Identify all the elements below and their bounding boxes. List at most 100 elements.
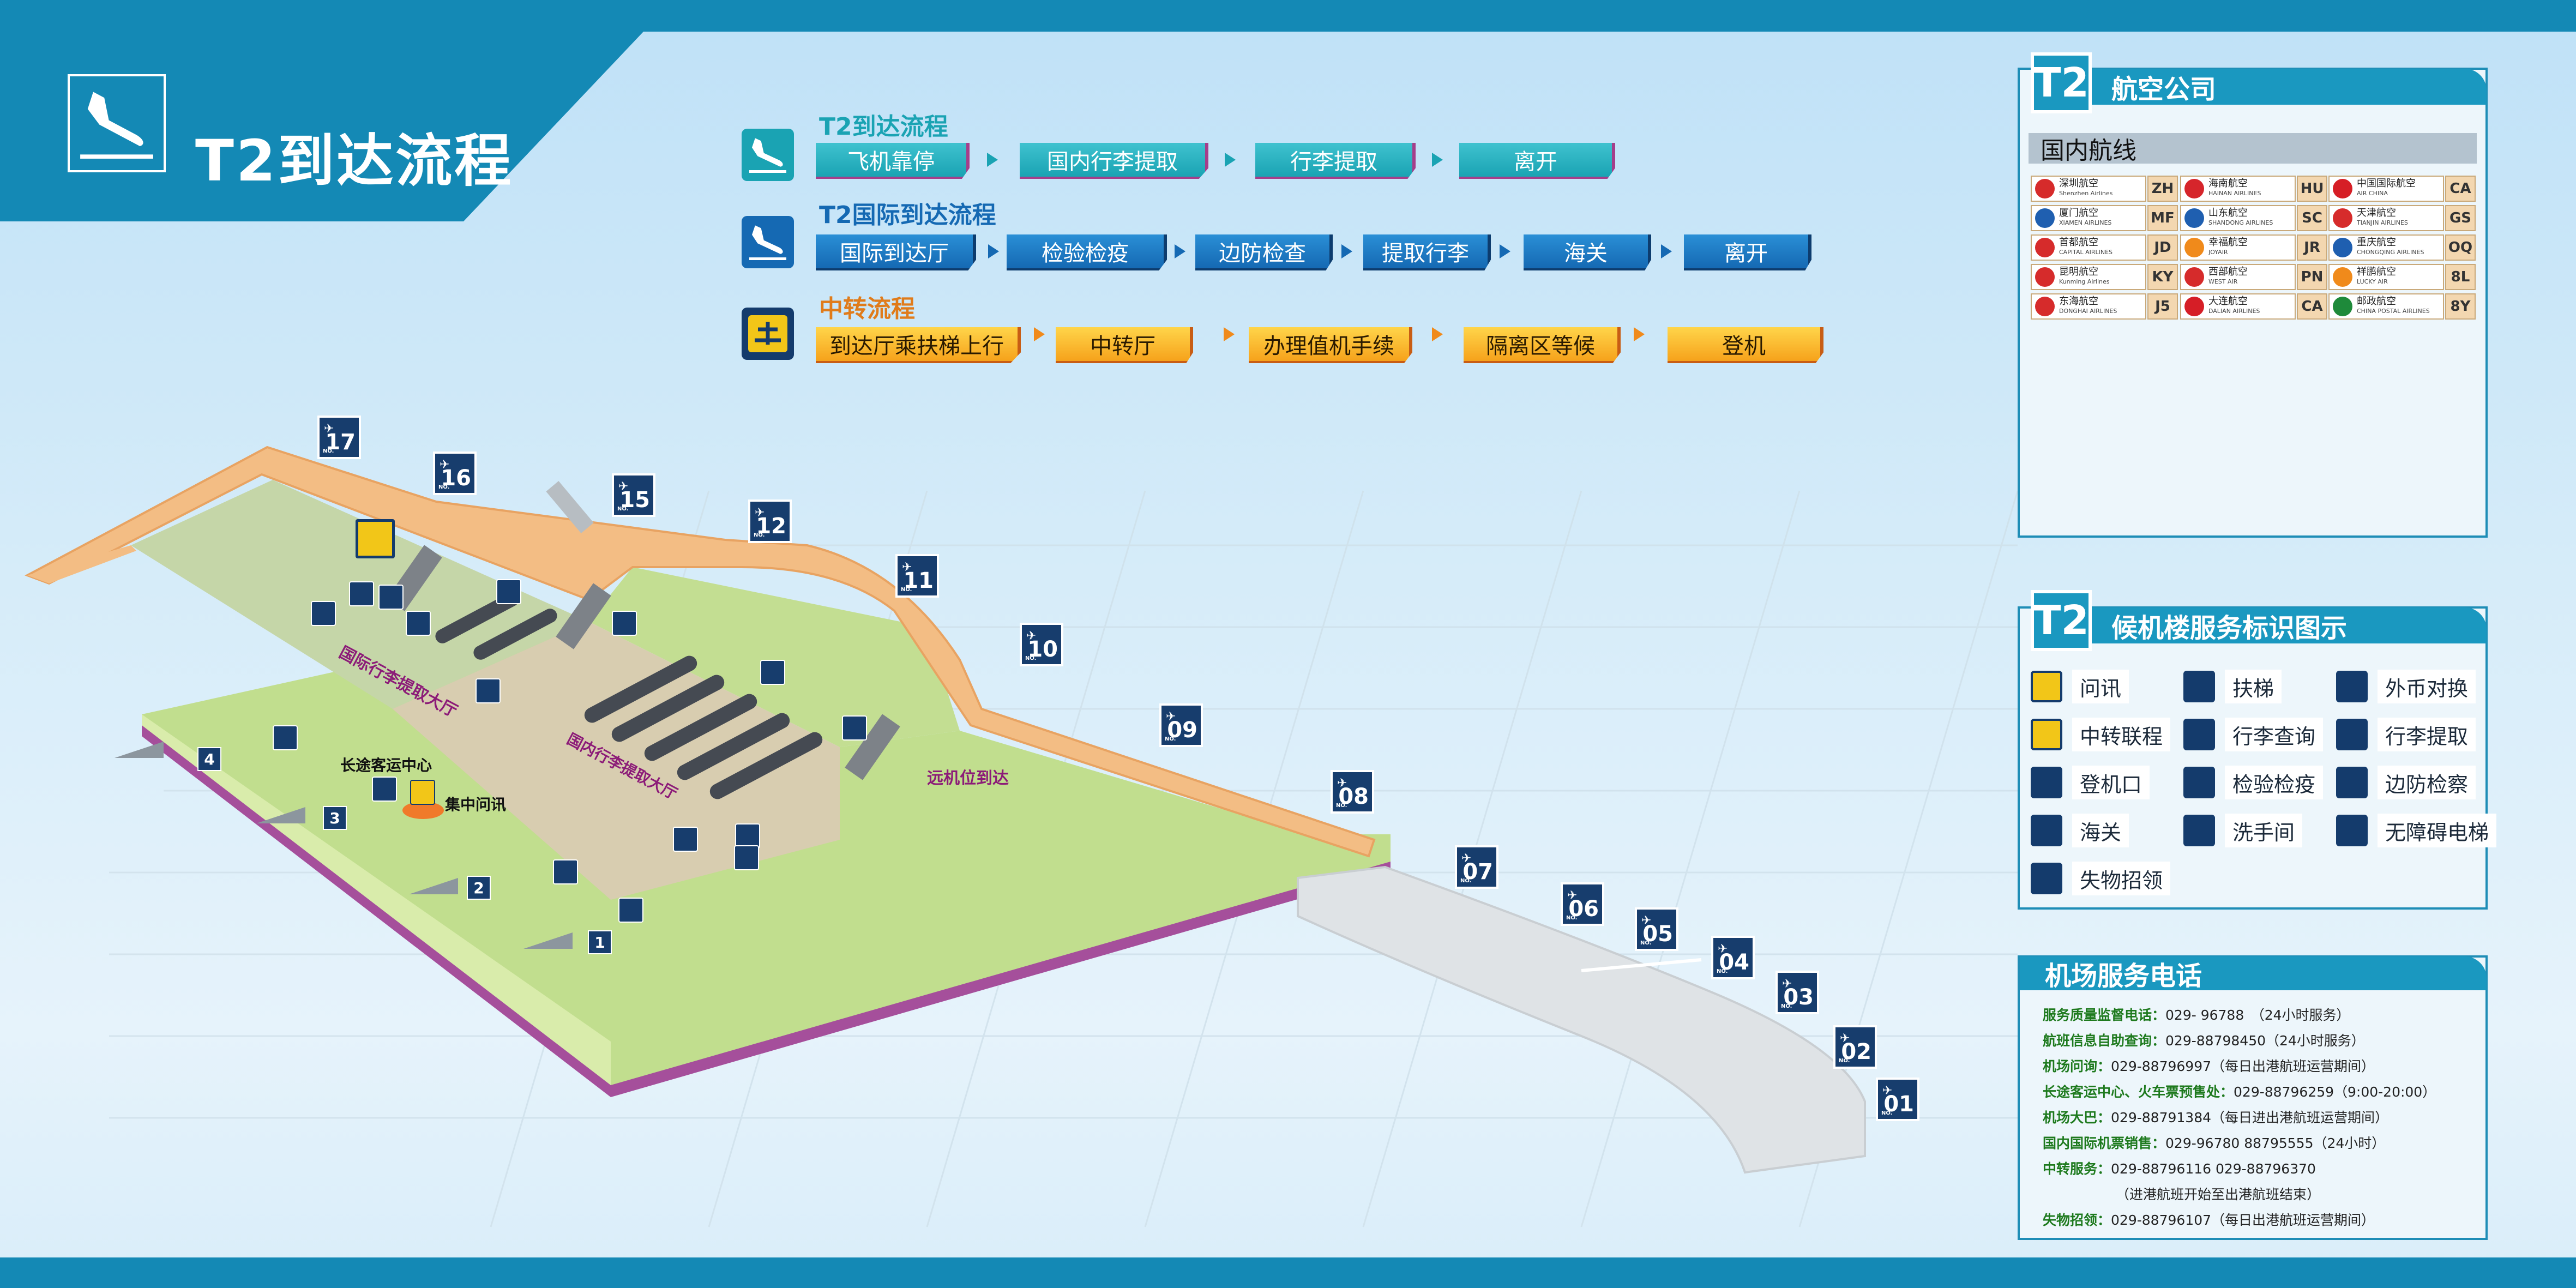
airline-name: 幸福航空 xyxy=(2208,237,2248,248)
bus-icon xyxy=(372,777,397,802)
airlines-panel-title: 航空公司 xyxy=(2072,69,2487,105)
baggage-inquiry-icon xyxy=(553,859,578,884)
service-legend-item: 行李提取 xyxy=(2336,718,2476,751)
airline-logo-icon xyxy=(2333,238,2352,257)
airline-name-en: Kunming Airlines xyxy=(2059,278,2110,285)
accessible-elevator-icon xyxy=(618,898,643,923)
flow-arrow-icon xyxy=(988,244,999,258)
airline-logo-icon xyxy=(2184,208,2204,228)
top-border-bar xyxy=(0,0,2576,32)
phone-line-value: 029-88798450（24小时服务） xyxy=(2165,1033,2365,1049)
service-legend-label: 边防检察 xyxy=(2378,766,2476,799)
airline-name-en: DALIAN AIRLINES xyxy=(2208,308,2260,315)
service-legend-label: 中转联程 xyxy=(2072,718,2171,751)
domestic-step-2: 国内行李提取 xyxy=(1020,143,1208,179)
restroom-icon xyxy=(311,601,336,626)
transfer-icon xyxy=(742,308,794,360)
bus-center-label: 长途客运中心 xyxy=(340,756,432,774)
flow-arrow-icon xyxy=(1034,327,1045,341)
phone-line: 机场问询：029-88796997（每日出港航班运营期间） xyxy=(2043,1056,2375,1075)
transfer-icon xyxy=(2031,719,2062,750)
gate-16-marker: ✈NO.16 xyxy=(433,452,477,495)
airline-logo-icon xyxy=(2035,208,2055,228)
airline-logo-icon xyxy=(2333,267,2352,287)
restroom-icon xyxy=(734,845,759,870)
exit-4-marker: 4 xyxy=(197,747,221,771)
airline-name: 厦门航空 xyxy=(2059,207,2098,219)
airline-name: 昆明航空 xyxy=(2059,266,2098,278)
service-legend-label: 行李提取 xyxy=(2378,718,2476,751)
transfer-step-5: 登机 xyxy=(1668,327,1823,363)
phone-line-value: 029-88796107（每日出港航班运营期间） xyxy=(2111,1212,2375,1228)
service-legend-label: 外币对换 xyxy=(2378,670,2476,703)
baggage-claim-icon xyxy=(760,660,785,685)
gate-11-marker: ✈NO.11 xyxy=(895,554,939,598)
airline-name-en: DONGHAI AIRLINES xyxy=(2059,308,2117,315)
domestic-step-3: 行李提取 xyxy=(1255,143,1416,179)
gate-17-marker: ✈NO.17 xyxy=(317,416,361,459)
flow-arrow-icon xyxy=(1224,327,1235,341)
airline-name-en: CHONGQING AIRLINES xyxy=(2357,249,2424,256)
international-step-4: 提取行李 xyxy=(1363,234,1491,270)
gate-03-marker: ✈NO.03 xyxy=(1775,971,1819,1014)
airline-code: GS xyxy=(2445,205,2476,231)
airline-name-en: CHINA POSTAL AIRLINES xyxy=(2357,308,2430,315)
service-legend-label: 登机口 xyxy=(2072,766,2150,799)
baggage-inquiry-icon xyxy=(273,725,298,750)
airline-name: 山东航空 xyxy=(2208,207,2248,219)
airline-logo-icon xyxy=(2184,297,2204,316)
transfer-step-4: 隔离区等候 xyxy=(1464,327,1621,363)
service-legend-item: 外币对换 xyxy=(2336,670,2476,703)
restroom-icon xyxy=(735,823,760,848)
gate-12-marker: ✈NO.12 xyxy=(748,499,792,543)
airline-name-en: Shenzhen Airlines xyxy=(2059,190,2113,197)
transfer-step-1: 到达厅乘扶梯上行 xyxy=(816,327,1021,363)
phone-line-label: 长途客运中心、火车票预售处： xyxy=(2043,1084,2234,1100)
service-legend-label: 海关 xyxy=(2072,814,2129,847)
domestic-step-1: 飞机靠停 xyxy=(816,143,970,179)
phone-line: （进港航班开始至出港航班结束） xyxy=(2116,1184,2320,1203)
accessible-elevator-icon xyxy=(2336,815,2368,846)
airline-logo-icon xyxy=(2035,179,2055,198)
airline-code: PN xyxy=(2297,264,2327,290)
service-legend-label: 洗手间 xyxy=(2225,814,2303,847)
airline-name: 天津航空 xyxy=(2357,207,2396,219)
boarding-gate-icon xyxy=(2031,767,2062,798)
gate-06-marker: ✈NO.06 xyxy=(1561,882,1604,926)
transfer-icon xyxy=(356,519,395,558)
t2-badge: T2 xyxy=(2031,52,2092,113)
airline-name-en: AIR CHINA xyxy=(2357,190,2388,197)
quarantine-icon xyxy=(378,585,404,610)
quarantine-icon xyxy=(2183,767,2215,798)
international-arrival-icon xyxy=(742,216,794,268)
airline-name: 海南航空 xyxy=(2208,178,2248,189)
transfer-step-2: 中转厅 xyxy=(1056,327,1193,363)
phone-line: 机场大巴：029-88791384（每日进出港航班运营期间） xyxy=(2043,1107,2388,1127)
lost-found-icon xyxy=(2031,863,2062,894)
gate-05-marker: ✈NO.05 xyxy=(1635,907,1678,951)
airline-name-en: XIAMEN AIRLINES xyxy=(2059,219,2112,226)
phone-line: 失物招领：029-88796107（每日出港航班运营期间） xyxy=(2043,1209,2375,1229)
customs-icon xyxy=(2031,815,2062,846)
phone-line-value: 029-88796259（9:00-20:00） xyxy=(2234,1084,2436,1100)
exit-2-marker: 2 xyxy=(467,876,491,900)
service-legend-item: 失物招领 xyxy=(2031,862,2171,895)
flow-arrow-icon xyxy=(1175,244,1185,258)
exit-3-marker: 3 xyxy=(323,806,347,830)
airline-name: 邮政航空 xyxy=(2357,296,2396,307)
service-legend-item: 检验检疫 xyxy=(2183,766,2324,799)
gate-07-marker: ✈NO.07 xyxy=(1455,845,1498,889)
airline-logo-icon xyxy=(2333,179,2352,198)
airline-code: JD xyxy=(2147,234,2178,261)
gate-01-marker: ✈NO.01 xyxy=(1876,1078,1919,1121)
airline-code: HU xyxy=(2297,176,2327,202)
gate-15-marker: ✈NO.15 xyxy=(612,473,655,517)
airline-logo-icon xyxy=(2035,238,2055,257)
